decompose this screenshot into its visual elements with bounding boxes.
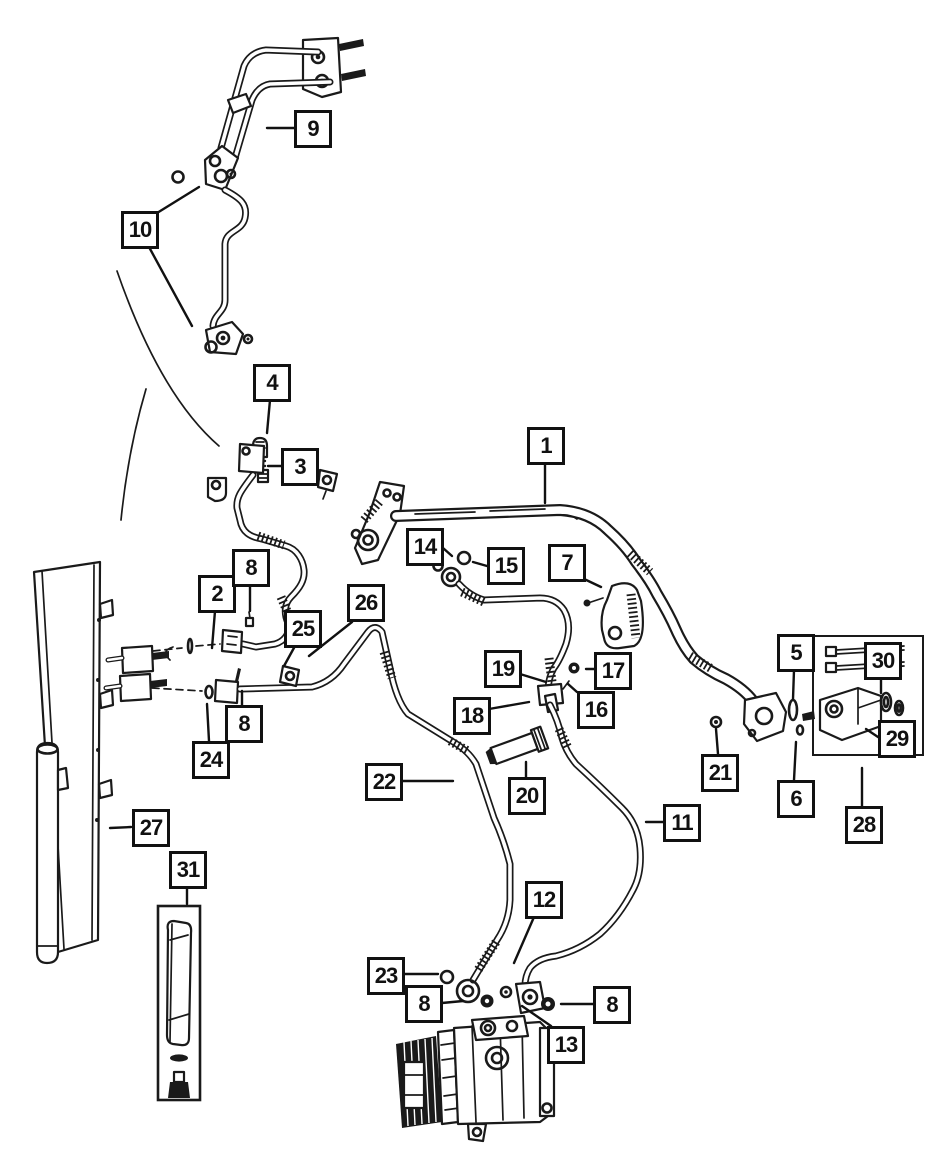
callout-3: 3 [281,448,319,486]
callout-7: 7 [548,544,586,582]
receiver-drier [35,741,70,965]
leader-lines [108,126,883,1028]
callout-15: 15 [487,547,525,585]
callout-2: 2 [198,575,236,613]
callout-25: 25 [284,610,322,648]
callout-20: 20 [508,777,546,815]
callout-6: 6 [777,780,815,818]
drier-cartridge-kit [156,904,202,1102]
callout-11: 11 [663,804,701,842]
callout-17: 17 [594,652,632,690]
suction-line-1 [350,480,788,743]
callout-23: 23 [367,957,405,995]
callout-31: 31 [169,851,207,889]
ac-line-26-22 [236,624,514,1004]
callout-10: 10 [121,211,159,249]
callout-1: 1 [527,427,565,465]
callout-27: 27 [132,809,170,847]
callout-30: 30 [864,642,902,680]
heater-ac-line-assembly [171,36,366,356]
callout-8a: 8 [232,549,270,587]
callout-8b: 8 [225,705,263,743]
callout-24: 24 [192,741,230,779]
callout-21: 21 [701,754,739,792]
callout-19: 19 [484,650,522,688]
callout-14: 14 [406,528,444,566]
callout-18: 18 [453,697,491,735]
callout-16: 16 [577,691,615,729]
compressor [396,1014,556,1143]
callout-5: 5 [777,634,815,672]
callout-8d: 8 [593,986,631,1024]
evaporator-line [432,550,644,1015]
sealing-washers [439,969,555,1011]
body-outline-curves [116,270,220,521]
callout-4: 4 [253,364,291,402]
callout-22: 22 [365,763,403,801]
callout-26: 26 [347,584,385,622]
service-valve [256,468,270,484]
dashed-connection-lines [151,668,241,705]
pressure-transducer [485,725,550,766]
callout-9: 9 [294,110,332,148]
line-bracket-7 [583,582,644,650]
callout-8c: 8 [405,985,443,1023]
callout-13: 13 [547,1026,585,1064]
callout-28: 28 [845,806,883,844]
callout-29: 29 [878,720,916,758]
callout-12: 12 [525,881,563,919]
